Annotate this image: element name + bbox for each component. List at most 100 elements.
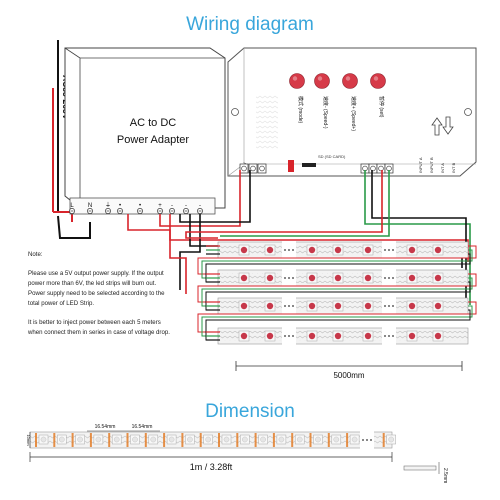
controller-button-label: 速度+ (Speed+)	[350, 96, 357, 131]
led-chip-lens	[408, 246, 416, 254]
led-chip-lens	[266, 332, 274, 340]
controller-input-label: INT B	[451, 163, 456, 173]
strip-break-dot	[284, 249, 286, 251]
led-chip-lens	[334, 274, 342, 282]
dim-strip-pad	[254, 433, 257, 447]
dim-led-lens	[388, 436, 395, 443]
strip-break-dot	[388, 335, 390, 337]
led-chip-lens	[308, 274, 316, 282]
dim-strip-pad	[218, 433, 220, 447]
led-strip	[206, 327, 469, 345]
strip-break-dot	[288, 277, 290, 279]
dim-strip-pad	[236, 433, 239, 447]
controller-button-label: 模式 (mode)	[297, 96, 304, 124]
dim-strip-break-dot	[370, 439, 372, 441]
dim-strip-pad	[53, 433, 56, 447]
strip-break-dot	[384, 277, 386, 279]
pitch-label-1: 16.54mm	[95, 424, 116, 430]
led-strip	[197, 241, 477, 283]
led-chip-lens	[240, 332, 248, 340]
led-strip	[197, 297, 477, 341]
terminal-screw-icon	[378, 165, 384, 172]
controller-button	[370, 73, 386, 89]
adapter-label-line1: AC to DC	[130, 117, 177, 129]
adapter-label-line2: Power Adapter	[117, 134, 189, 146]
controller-input-label: INPUT B	[429, 157, 434, 173]
strip-break-dot	[392, 249, 394, 251]
strip-break-dot	[292, 277, 294, 279]
led-chip-lens	[434, 246, 442, 254]
terminal-screw-icon	[241, 165, 247, 172]
led-chip-lens	[434, 302, 442, 310]
series-wire-green	[201, 305, 473, 337]
adapter-terminal-label: •	[139, 203, 141, 209]
pitch-label-2: 16.54mm	[132, 424, 153, 430]
dim-led-lens	[315, 436, 321, 443]
led-chip-lens	[308, 332, 316, 340]
controller-button	[314, 73, 330, 89]
led-chip-lens	[364, 302, 372, 310]
mounting-hole-icon	[464, 108, 472, 116]
terminal-screw-icon	[259, 165, 265, 172]
led-chip-lens	[240, 302, 248, 310]
dim-strip-pad	[199, 433, 202, 447]
sd-card-label: SD (SD CARD)	[318, 154, 346, 159]
dim-led-lens	[333, 436, 340, 443]
dim-strip-pad	[382, 433, 385, 447]
led-chip-lens	[266, 274, 274, 282]
led-chip-lens	[408, 274, 416, 282]
led-chip-lens	[266, 302, 274, 310]
dim-led-lens	[113, 436, 120, 443]
dim-led-lens	[59, 436, 65, 443]
dim-led-lens	[205, 436, 211, 443]
dim-strip-pad	[126, 433, 129, 447]
led-chip-lens	[266, 246, 274, 254]
dim-strip-pad	[291, 433, 294, 447]
controller-printed-spec	[256, 94, 278, 150]
strip-break-dot	[392, 305, 394, 307]
led-chip-lens	[408, 302, 416, 310]
dim-led-lens	[77, 436, 83, 443]
button-highlight	[292, 76, 298, 81]
led-chip-lens	[364, 274, 372, 282]
controller-input-label: INT A	[440, 163, 445, 173]
dim-strip-pad	[163, 433, 166, 447]
adapter-terminal-label: N	[88, 203, 92, 209]
arrow-down-icon	[442, 116, 454, 135]
adapter-terminal-label: -	[171, 203, 173, 209]
strip-break-dot	[384, 305, 386, 307]
led-chip-lens	[240, 246, 248, 254]
strip-break-dot	[388, 277, 390, 279]
strip-break-dot	[288, 305, 290, 307]
dim-led-lens	[132, 436, 138, 443]
strip-break-dot	[284, 305, 286, 307]
note-paragraph-1: Please use a 5V output power supply. If …	[28, 270, 165, 307]
dimension-title: Dimension	[205, 401, 295, 422]
wiring-note: Note: Please use a 5V output power suppl…	[28, 250, 173, 338]
strip-break-dot	[292, 305, 294, 307]
strip-break-dot	[292, 335, 294, 337]
strip-length-label: 5000mm	[333, 371, 364, 380]
strip-break-dot	[388, 305, 390, 307]
controller-button-label: 暂停 (set)	[378, 96, 385, 118]
wiring-diagram-title: Wiring diagram	[186, 14, 314, 35]
led-chip-lens	[334, 332, 342, 340]
led-chip-lens	[308, 246, 316, 254]
adapter-terminal-label: +	[158, 203, 162, 209]
adapter-terminal-label: L	[70, 203, 74, 209]
ac-wire-red-to-terminal	[53, 211, 73, 222]
controller-button	[342, 73, 358, 89]
led-chip-lens	[308, 302, 316, 310]
adapter-terminal-label: -	[185, 203, 187, 209]
dim-strip-pad	[272, 433, 275, 447]
terminal-screw-icon	[370, 165, 376, 172]
strip-break-dot	[392, 277, 394, 279]
dim-strip-pad	[108, 433, 111, 447]
mounting-hole-icon	[231, 108, 239, 116]
led-strip	[197, 269, 477, 311]
dim-strip-break-dot	[366, 439, 368, 441]
controller-power-terminal-block: 5-24VGNDSD	[239, 162, 267, 174]
